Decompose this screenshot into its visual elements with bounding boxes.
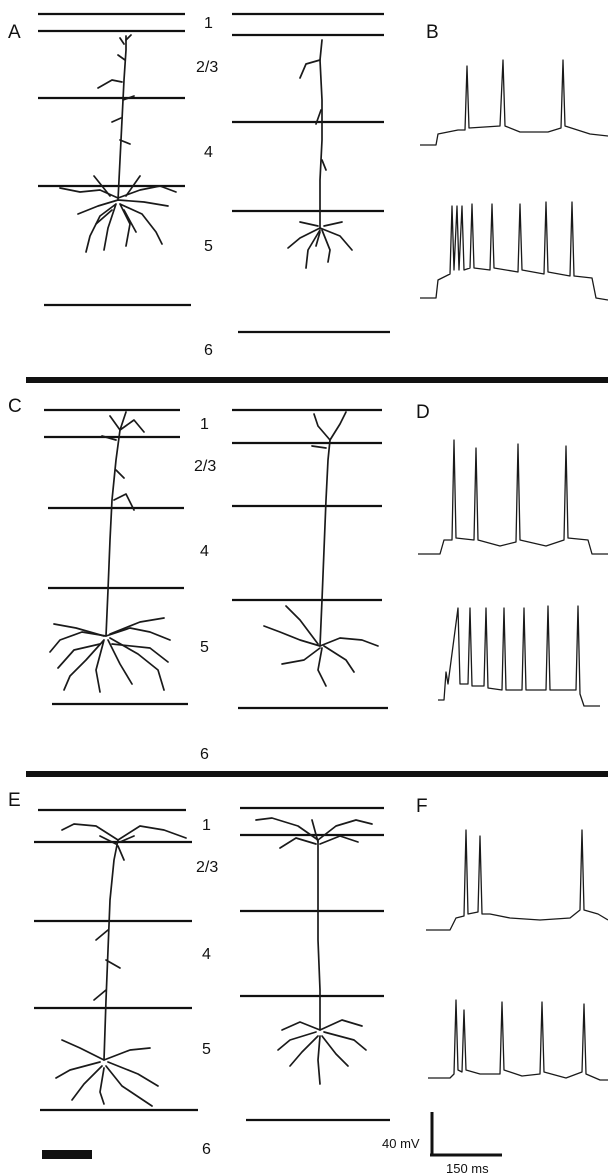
layer-label-2-3: 2/3 [194,458,216,475]
panel-label-a: A [8,22,21,43]
layer-label-6: 6 [204,342,213,359]
traces-d [418,440,608,706]
electrophysiology-scale-bar: 40 mV 150 ms [382,1112,502,1175]
panel-label-d: D [416,402,430,423]
layer-boundaries-e-right [240,808,390,1120]
neuron-a-left [60,35,176,252]
layer-label-2-3: 2/3 [196,859,218,876]
panel-label-c: C [8,396,22,417]
traces-f [426,830,608,1080]
panel-label-e: E [8,790,21,811]
neuron-e-left [56,824,186,1106]
layer-label-6: 6 [202,1141,211,1158]
layer-label-4: 4 [200,543,209,560]
layer-label-4: 4 [202,946,211,963]
row-e-f: E F 1 2/3 4 5 6 [8,790,608,1175]
traces-b [420,60,608,300]
neuron-a-right [288,40,352,268]
layer-label-2-3: 2/3 [196,59,218,76]
layer-label-5: 5 [202,1041,211,1058]
layer-label-1: 1 [202,817,211,834]
layer-label-1: 1 [200,416,209,433]
neuron-c-left [50,412,170,692]
morphology-scale-bar [42,1150,92,1159]
neuron-c-right [264,412,378,686]
row-a-b: A B 1 2/3 4 5 6 [8,14,608,359]
layer-boundaries-a-left [38,14,191,305]
layer-boundaries-c-right [232,410,388,708]
layer-label-4: 4 [204,144,213,161]
layer-labels-e: 1 2/3 4 5 6 [196,817,218,1158]
neuron-e-right [256,818,372,1084]
layer-labels-c: 1 2/3 4 5 6 [194,416,216,763]
time-scale-label: 150 ms [446,1161,489,1175]
row-c-d: C D 1 2/3 4 5 6 [8,396,608,763]
panel-label-f: F [416,796,428,817]
layer-labels-a: 1 2/3 4 5 6 [196,15,218,359]
voltage-scale-label: 40 mV [382,1136,420,1151]
layer-label-6: 6 [200,746,209,763]
layer-label-5: 5 [204,238,213,255]
panel-label-b: B [426,22,439,43]
layer-label-1: 1 [204,15,213,32]
layer-label-5: 5 [200,639,209,656]
